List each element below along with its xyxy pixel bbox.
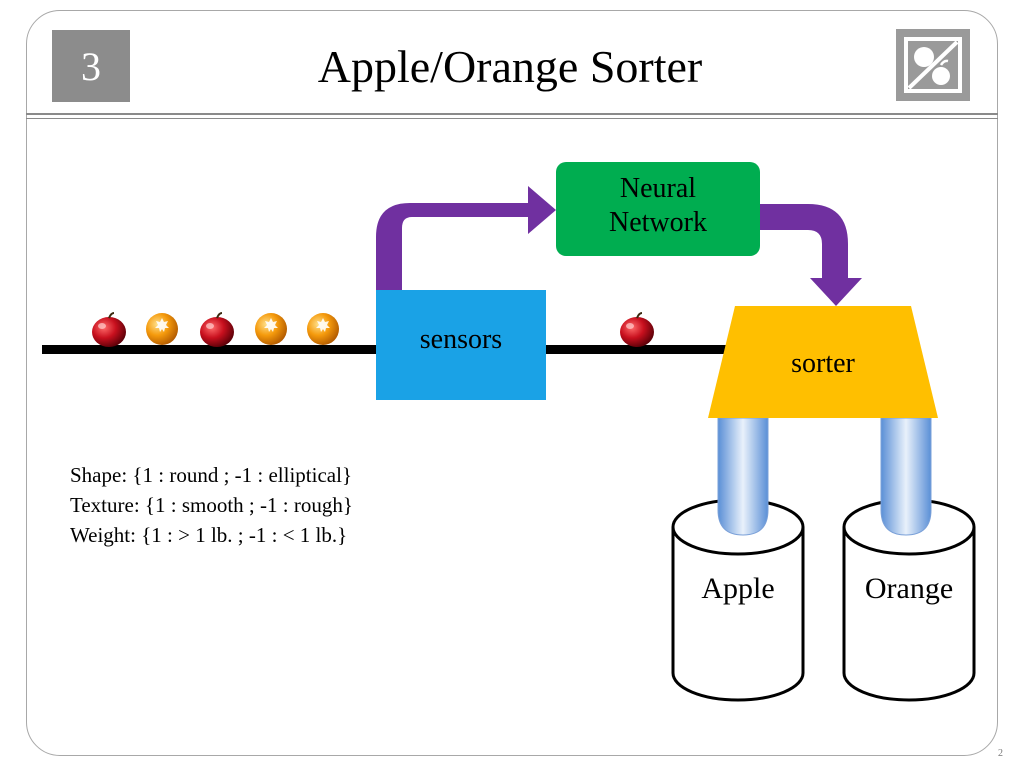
apple-chute-front (717, 418, 769, 536)
page-number: 2 (998, 748, 1003, 759)
orange-icon (304, 310, 342, 346)
title-rule-thin (26, 118, 998, 119)
orange-icon (252, 310, 290, 346)
apple-bin-label: Apple (701, 572, 775, 605)
neural-network-label-line1: Neural (619, 173, 697, 204)
apple-icon (618, 312, 656, 348)
neural-network-box: Neural Network (556, 162, 760, 256)
neural-network-label-line2: Network (609, 207, 707, 238)
orange-chute-front (880, 418, 932, 536)
orange-bin-label: Orange (864, 572, 954, 605)
slide-title: Apple/Orange Sorter (317, 41, 703, 92)
sensors-box: sensors (376, 290, 546, 400)
orange-icon (143, 310, 181, 346)
slide-frame (26, 10, 998, 756)
feature-weight: Weight: {1 : > 1 lb. ; -1 : < 1 lb.} (70, 523, 348, 547)
apple-icon (198, 312, 236, 348)
apple-orange-logo-icon (895, 28, 971, 102)
slide-number-badge: 3 (52, 30, 130, 102)
apple-icon (90, 312, 128, 348)
feature-encoding-list: Shape: {1 : round ; -1 : elliptical} Tex… (70, 460, 353, 550)
feature-shape: Shape: {1 : round ; -1 : elliptical} (70, 463, 353, 487)
sorter-box: sorter (707, 306, 939, 418)
sorter-label: sorter (791, 348, 855, 379)
title-rule (26, 113, 998, 115)
feature-texture: Texture: {1 : smooth ; -1 : rough} (70, 493, 353, 517)
